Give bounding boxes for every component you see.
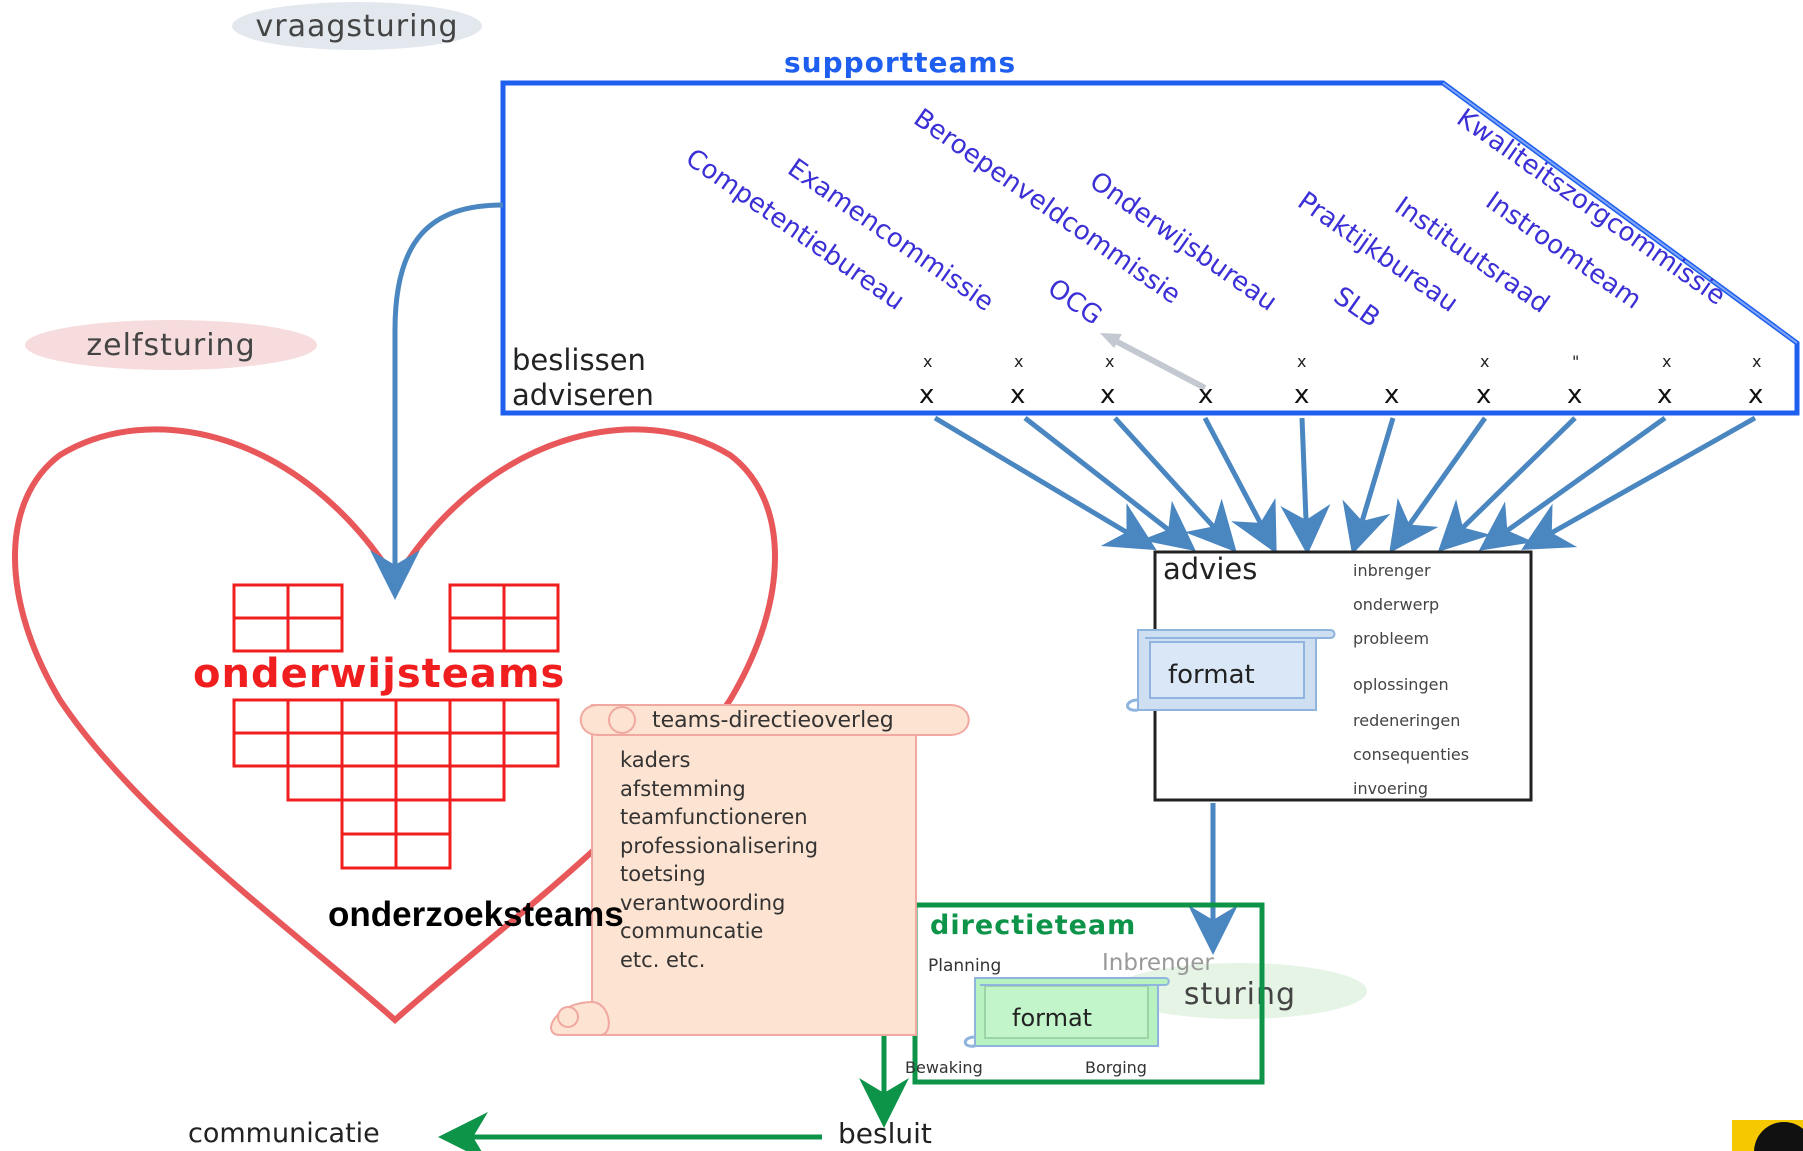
overleg-item: professionalisering [620,833,819,858]
beslissen-mark: " [1572,352,1580,371]
adviseren-mark: x [1100,380,1116,410]
item-ocg: OCG [1042,273,1107,331]
directie-format: format [1012,1004,1093,1032]
row-adviseren: adviseren [512,378,654,412]
directie-format-scroll [963,977,1170,1048]
directie-bewaking: Bewaking [905,1058,983,1077]
sturing-text: sturing [1183,976,1297,1012]
row-beslissen: beslissen [512,343,646,377]
zelfsturing-text: zelfsturing [86,327,256,363]
adviseren-mark: x [1657,380,1673,410]
supportteams-box [500,80,1800,416]
directieteam-title: directieteam [930,910,1137,941]
adviseren-mark: x [1294,380,1310,410]
directie-inbrenger: Inbrenger [1102,950,1214,976]
onderwijsteams-grid [232,583,560,870]
overleg-title: teams-directieoverleg [652,708,894,733]
vraagsturing-text: vraagsturing [255,8,459,44]
beslissen-mark: x [1297,352,1307,371]
adviseren-mark: x [1198,380,1214,410]
overleg-item: afstemming [620,776,746,801]
advies-item: consequenties [1353,745,1470,764]
adviseren-mark: x [1567,380,1583,410]
vraagsturing-label: vraagsturing [232,2,482,50]
vraagsturing-arrow [370,202,504,600]
adviseren-mark: x [1748,380,1764,410]
besluit-label: besluit [838,1117,932,1150]
advies-title: advies [1163,552,1258,586]
overleg-item: teamfunctioneren [620,805,808,829]
directie-planning: Planning [928,956,1002,976]
onderzoeksteams-label: onderzoeksteams [328,895,624,934]
advies-item: onderwerp [1353,595,1440,614]
ocg-pointer-arrow [1106,334,1207,391]
zelfsturing-label: zelfsturing [25,320,317,370]
advies-item: redeneringen [1353,711,1461,730]
beslissen-mark: x [1480,352,1490,371]
overleg-item: etc. etc. [620,947,706,972]
beslissen-mark: x [1752,352,1762,371]
advies-item: probleem [1353,629,1430,648]
adviseren-mark: x [919,380,935,410]
advies-item: inbrenger [1353,561,1431,580]
onderwijsteams-title: onderwijsteams [193,651,566,697]
logo-fragment [1732,1120,1803,1151]
overleg-item: communcatie [620,919,764,943]
advise-arrows [933,415,1757,555]
beslissen-mark: x [923,352,933,371]
item-praktijkbureau: Praktijkbureau [1292,186,1463,318]
advies-format-scroll [1126,629,1336,712]
overleg-item: toetsing [620,862,706,886]
beslissen-mark: x [1014,352,1024,371]
advies-item: invoering [1353,779,1429,798]
communicatie-label: communicatie [188,1118,380,1149]
supportteams-title: supportteams [784,46,1017,79]
overleg-scroll [550,704,970,1036]
adviseren-mark: x [1384,380,1400,410]
adviseren-mark: x [1010,380,1026,410]
advies-item: oplossingen [1353,675,1449,694]
directie-borging: Borging [1085,1058,1147,1077]
adviseren-mark: x [1476,380,1492,410]
beslissen-mark: x [1105,352,1115,371]
overleg-item: verantwoording [620,890,786,915]
overleg-list: kaders afstemming teamfunctioneren profe… [620,746,818,974]
item-slb: SLB [1328,281,1385,334]
advies-format: format [1168,660,1255,690]
overleg-item: kaders [620,748,691,772]
supportteam-items: Competentiebureau Examencommissie Beroep… [680,103,1731,334]
beslissen-mark: x [1662,352,1672,371]
